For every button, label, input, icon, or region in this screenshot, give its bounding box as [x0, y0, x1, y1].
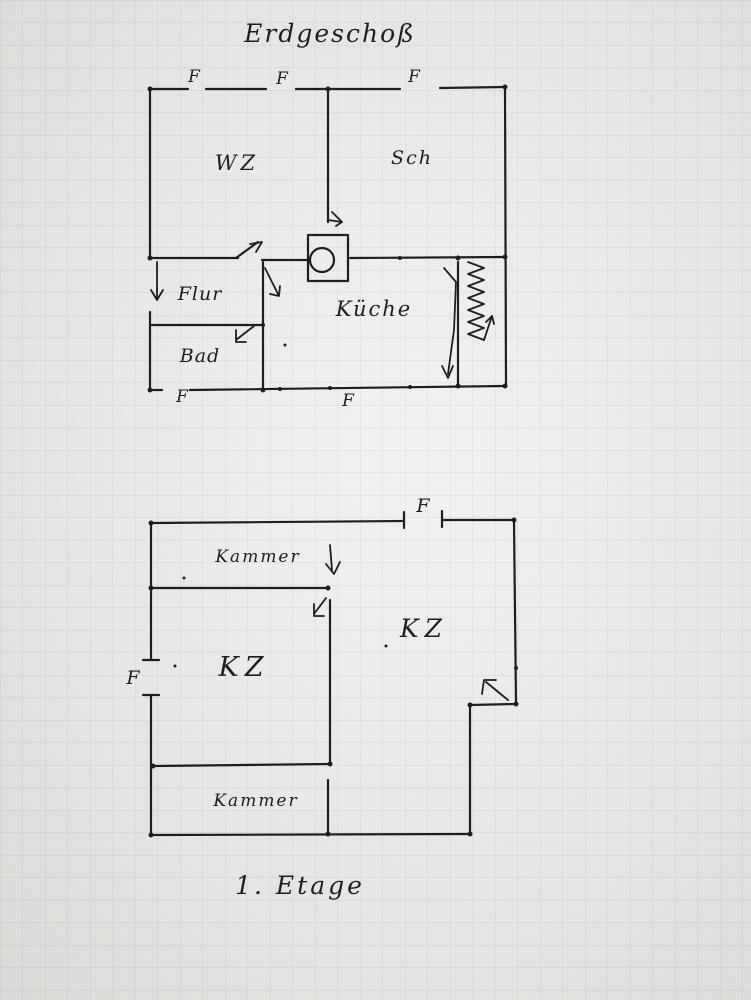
ground-floor-top-wall-end	[438, 85, 507, 90]
window-mark: F	[341, 391, 355, 411]
arrow-stairs-down	[441, 267, 457, 379]
arrow-into-flur	[150, 261, 164, 301]
stair-arrow-up	[483, 315, 495, 341]
upper-top-wall	[149, 518, 516, 525]
room-label-bad: Bad	[179, 345, 220, 367]
upper-right-wall	[512, 518, 518, 706]
wall-junction-dots	[147, 84, 508, 393]
window-mark: F	[407, 67, 421, 87]
room-label-kz-right: KZ	[399, 614, 448, 643]
window-mark: F	[415, 495, 430, 517]
chimney	[306, 233, 350, 283]
room-label-kammer-top: Kammer	[214, 547, 300, 567]
upper-left-window-ticks	[141, 658, 161, 697]
room-label-kueche: Küche	[335, 297, 412, 321]
ground-floor-plan	[147, 84, 508, 393]
room-label-sch: Sch	[391, 147, 433, 169]
ground-floor-title: Erdgeschoß	[243, 19, 416, 48]
arrow-stairs-arrival	[481, 679, 509, 701]
window-mark: F	[275, 69, 289, 89]
arrow-into-sch	[327, 189, 343, 227]
arrow-into-kitchen	[264, 267, 281, 297]
room-label-kammer-bottom: Kammer	[212, 791, 298, 811]
upper-floor-plan	[141, 509, 519, 838]
arrow-wz-door	[249, 241, 263, 253]
wall-kitchen-top	[348, 255, 507, 260]
upper-junction-dots	[148, 517, 519, 838]
upper-window-ticks-top	[402, 509, 444, 530]
room-label-flur: Flur	[177, 283, 223, 305]
wall-kz-kammer-bottom	[151, 762, 332, 768]
arrow-into-kz-left	[313, 597, 327, 617]
window-mark: F	[175, 387, 189, 407]
arrow-into-kammer-top	[325, 544, 341, 575]
room-label-kz-left: KZ	[218, 652, 270, 683]
window-mark: F	[125, 667, 140, 689]
chimney-flue	[308, 246, 336, 274]
arrow-into-bad	[235, 325, 255, 343]
room-label-wz: WZ	[215, 151, 259, 175]
door-wz-swing	[234, 240, 260, 260]
window-mark: F	[187, 67, 201, 87]
ground-floor-right-wall	[503, 85, 508, 387]
upper-bottom-wall	[149, 832, 472, 837]
staircase-zigzag	[467, 261, 485, 341]
upper-floor-title: 1. Etage	[235, 871, 365, 900]
